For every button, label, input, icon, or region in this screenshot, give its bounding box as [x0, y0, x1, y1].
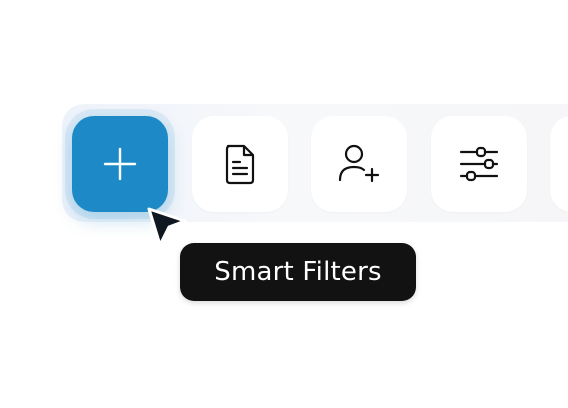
- add-user-button[interactable]: [311, 116, 407, 212]
- pointer-arrow-icon: [147, 207, 187, 247]
- add-user-icon: [338, 144, 380, 183]
- document-button[interactable]: [192, 116, 288, 212]
- filters-button[interactable]: [431, 116, 527, 212]
- sliders-icon: [459, 146, 499, 182]
- add-button[interactable]: [72, 116, 168, 212]
- more-button[interactable]: [550, 116, 568, 212]
- plus-icon: [103, 147, 137, 181]
- document-icon: [225, 144, 255, 185]
- tooltip: Smart Filters: [180, 243, 416, 301]
